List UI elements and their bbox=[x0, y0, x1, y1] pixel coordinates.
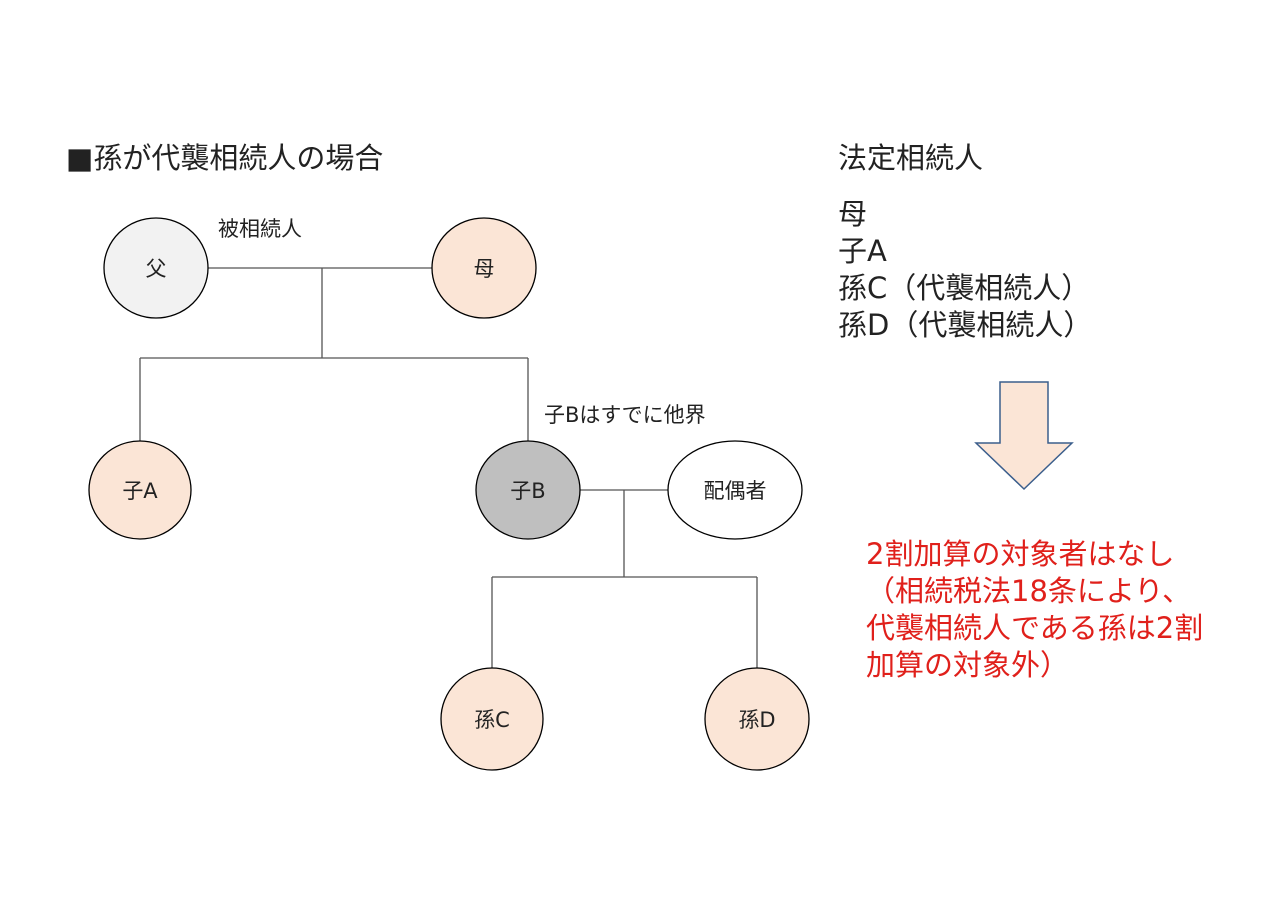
child-b-label: 子B bbox=[510, 479, 545, 503]
child-a-label: 子A bbox=[122, 479, 158, 503]
legal-heirs-list: 母 子A 孫C（代襲相続人） 孫D（代襲相続人） bbox=[838, 196, 1092, 344]
child-a-circle bbox=[88, 440, 192, 540]
node-child-b: 子B bbox=[475, 440, 581, 540]
node-child-a: 子A bbox=[88, 440, 192, 540]
down-arrow-icon bbox=[974, 381, 1074, 491]
node-father: 父 bbox=[103, 217, 209, 319]
mother-circle bbox=[431, 217, 537, 319]
surcharge-note: 2割加算の対象者はなし （相続税法18条により、 代襲相続人である孫は2割 加算… bbox=[866, 536, 1203, 684]
grandchild-d-label: 孫D bbox=[738, 708, 775, 732]
node-spouse: 配偶者 bbox=[667, 440, 803, 540]
note-line: 2割加算の対象者はなし bbox=[866, 537, 1175, 571]
note-line: 加算の対象外） bbox=[866, 648, 1070, 682]
child-b-circle bbox=[475, 440, 581, 540]
deceased-note: 子Bはすでに他界 bbox=[544, 403, 706, 427]
legal-heir-item: 孫C（代襲相続人） bbox=[838, 271, 1091, 305]
legal-heir-item: 孫D（代襲相続人） bbox=[838, 308, 1093, 342]
decedent-label: 被相続人 bbox=[218, 217, 302, 241]
note-line: （相続税法18条により、 bbox=[866, 574, 1192, 608]
father-circle bbox=[103, 217, 209, 319]
page-title: ■孫が代襲相続人の場合 bbox=[66, 141, 384, 175]
node-mother: 母 bbox=[431, 217, 537, 319]
connector-lines bbox=[139, 267, 758, 668]
node-grandchild-d: 孫D bbox=[704, 667, 810, 771]
father-label: 父 bbox=[146, 257, 167, 281]
legal-heir-item: 母 bbox=[838, 197, 868, 231]
legal-heir-item: 子A bbox=[838, 234, 887, 268]
spouse-ellipse bbox=[667, 440, 803, 540]
grandchild-d-circle bbox=[704, 667, 810, 771]
legal-heirs-title: 法定相続人 bbox=[838, 141, 984, 175]
spouse-label: 配偶者 bbox=[704, 479, 767, 503]
grandchild-c-circle bbox=[440, 667, 544, 771]
grandchild-c-label: 孫C bbox=[474, 708, 510, 732]
mother-label: 母 bbox=[474, 257, 495, 281]
node-grandchild-c: 孫C bbox=[440, 667, 544, 771]
note-line: 代襲相続人である孫は2割 bbox=[866, 611, 1204, 645]
